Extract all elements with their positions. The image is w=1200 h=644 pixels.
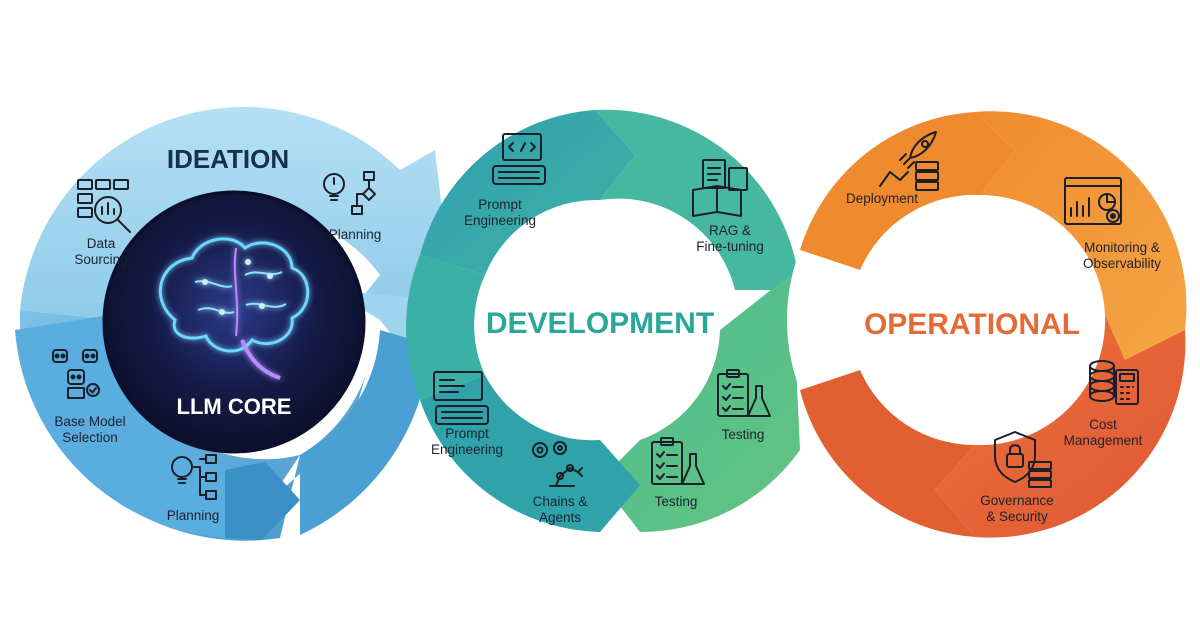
development-step-prompt-engineering-bottom: Prompt Engineering [431, 371, 503, 457]
rag-label-line1: RAG & [709, 223, 751, 238]
operational-arc-left-band [787, 250, 860, 390]
rocket-server-icon [879, 131, 939, 191]
development-step-rag: RAG & Fine-tuning [692, 159, 764, 254]
robots-selection-icon [52, 349, 100, 399]
development-arc-left [406, 255, 485, 400]
governance-label-line1: Governance [980, 493, 1054, 508]
data-sourcing-label-line1: Data [87, 236, 116, 251]
prompt-engineering-bottom-line1: Prompt [445, 426, 489, 441]
prompt-engineering-bottom-line2: Engineering [431, 442, 503, 457]
development-step-prompt-engineering-top: Prompt Engineering [464, 133, 546, 228]
prompt-engineering-top-line2: Engineering [464, 213, 536, 228]
planning-lightbulb-flowchart-icon [323, 171, 376, 215]
ideation-step-base-model: Base Model Selection [52, 349, 126, 445]
operational-step-governance: Governance & Security [980, 431, 1054, 524]
testing-right-label: Testing [722, 427, 765, 442]
llm-core-disc [102, 190, 366, 454]
checklist-flask-icon [651, 437, 705, 485]
ideation-title: IDEATION [167, 144, 289, 174]
llm-core: LLM CORE [102, 190, 366, 454]
book-documents-icon [692, 159, 748, 217]
chains-agents-line2: Agents [539, 510, 581, 525]
operational-arc-right [975, 111, 1187, 360]
ideation-step-planning-bottom: Planning [167, 454, 220, 523]
development-step-testing-bottom: Testing [651, 437, 705, 509]
ideation-lower-right [300, 330, 430, 535]
coins-calculator-icon [1089, 360, 1139, 405]
ideation-step-planning-top: Planning [323, 171, 382, 242]
monitoring-label-line1: Monitoring & [1084, 240, 1160, 255]
code-keyboard-icon [492, 133, 546, 185]
governance-label-line2: & Security [986, 509, 1048, 524]
cost-label-line2: Management [1064, 433, 1143, 448]
operational-step-cost-management: Cost Management [1064, 360, 1143, 448]
shield-lock-icon [994, 431, 1052, 488]
dashboard-chart-icon [1064, 177, 1122, 225]
planning-bottom-label: Planning [167, 508, 220, 523]
operational-arc-top [800, 112, 1015, 270]
data-sourcing-label-line2: Sourcing [74, 252, 127, 267]
gears-robot-arm-icon [532, 441, 583, 487]
development-hub [482, 202, 718, 438]
development-step-testing-right: Testing [717, 369, 771, 442]
testing-bottom-label: Testing [655, 494, 698, 509]
operational-hub [853, 200, 1097, 444]
checklist-flask-icon [717, 369, 771, 417]
base-model-label-line1: Base Model [54, 414, 125, 429]
brain-icon [158, 237, 310, 380]
monitoring-label-line2: Observability [1083, 256, 1161, 271]
prompt-engineering-top-line1: Prompt [478, 197, 522, 212]
cost-label-line1: Cost [1089, 417, 1117, 432]
chains-agents-line1: Chains & [533, 494, 588, 509]
planning-top-label: Planning [329, 227, 382, 242]
operational-arc-left [800, 370, 975, 537]
ideation-step-data-sourcing: Data Sourcing [74, 179, 131, 267]
development-arc-top-left [420, 110, 635, 275]
code-keyboard-icon [433, 371, 489, 425]
development-step-chains-agents: Chains & Agents [532, 441, 588, 525]
planning-lightbulb-flowchart-icon [171, 454, 217, 500]
development-title: DEVELOPMENT [486, 307, 714, 340]
deployment-label: Deployment [846, 191, 918, 206]
operational-step-deployment: Deployment [846, 131, 939, 206]
base-model-label-line2: Selection [62, 430, 118, 445]
ideation-arrow-bottom [225, 462, 300, 540]
operational-title: OPERATIONAL [864, 308, 1080, 341]
llm-core-label: LLM CORE [177, 394, 292, 419]
rag-label-line2: Fine-tuning [696, 239, 764, 254]
development-arc-bottom-left [420, 375, 640, 532]
operational-ring [787, 111, 1187, 538]
data-search-icon [77, 179, 131, 233]
development-arc-top-right [595, 109, 800, 290]
operational-step-monitoring: Monitoring & Observability [1064, 177, 1161, 271]
